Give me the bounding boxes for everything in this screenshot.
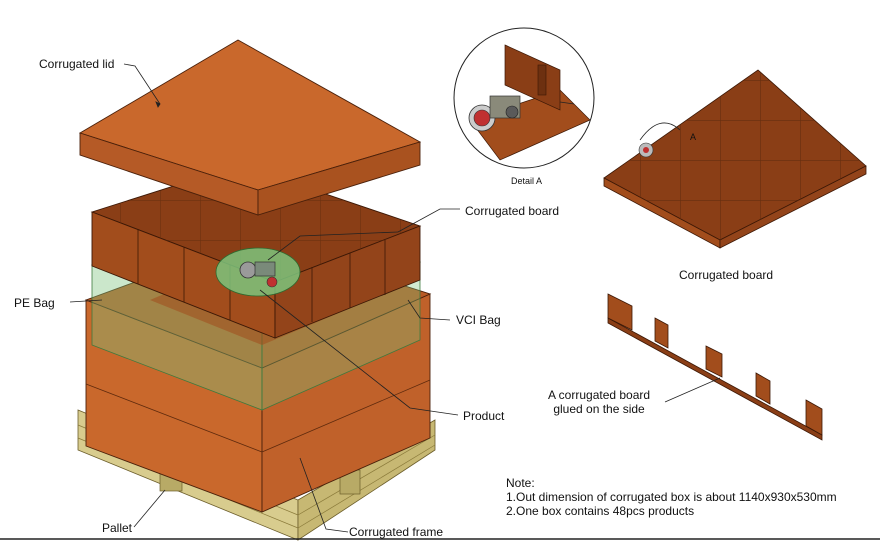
corrugated-lid — [78, 39, 422, 216]
label-vci-bag: VCI Bag — [456, 313, 501, 327]
detail-a-circle — [453, 27, 595, 169]
notes-title: Note: — [506, 476, 535, 490]
label-corrugated-frame: Corrugated frame — [349, 525, 444, 539]
label-glued-board: A corrugated board glued on the side — [548, 388, 650, 416]
notes-line1: 1.Out dimension of corrugated box is abo… — [506, 490, 837, 504]
label-product: Product — [463, 409, 505, 423]
notes-block: Note: 1.Out dimension of corrugated box … — [506, 476, 837, 518]
label-corrugated-board-right: Corrugated board — [679, 268, 774, 282]
label-glued-board-line2: glued on the side — [553, 402, 645, 416]
label-detail-marker: A — [690, 132, 697, 142]
right-corrugated-board-tray — [603, 69, 867, 249]
corrugated-board-tray — [90, 164, 422, 339]
label-corrugated-board: Corrugated board — [465, 204, 560, 218]
label-glued-board-line1: A corrugated board — [548, 388, 651, 402]
label-pe-bag: PE Bag — [14, 296, 55, 310]
pe-bag-product — [215, 247, 301, 297]
glued-corrugated-board-strip — [607, 293, 823, 441]
label-corrugated-lid: Corrugated lid — [39, 57, 115, 71]
leader-lines — [69, 63, 721, 533]
label-detail-a: Detail A — [511, 176, 543, 186]
label-pallet: Pallet — [102, 521, 133, 535]
notes-line2: 2.One box contains 48pcs products — [506, 504, 695, 518]
